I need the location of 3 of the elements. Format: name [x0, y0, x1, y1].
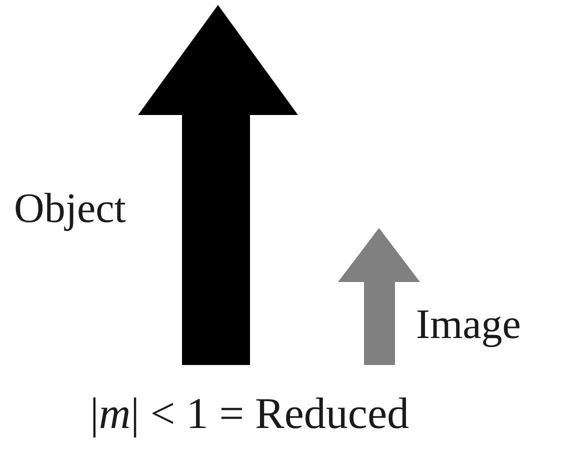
object-label: Object	[14, 188, 126, 230]
image-label: Image	[416, 304, 521, 346]
caption: |m| < 1 = Reduced	[90, 392, 409, 436]
